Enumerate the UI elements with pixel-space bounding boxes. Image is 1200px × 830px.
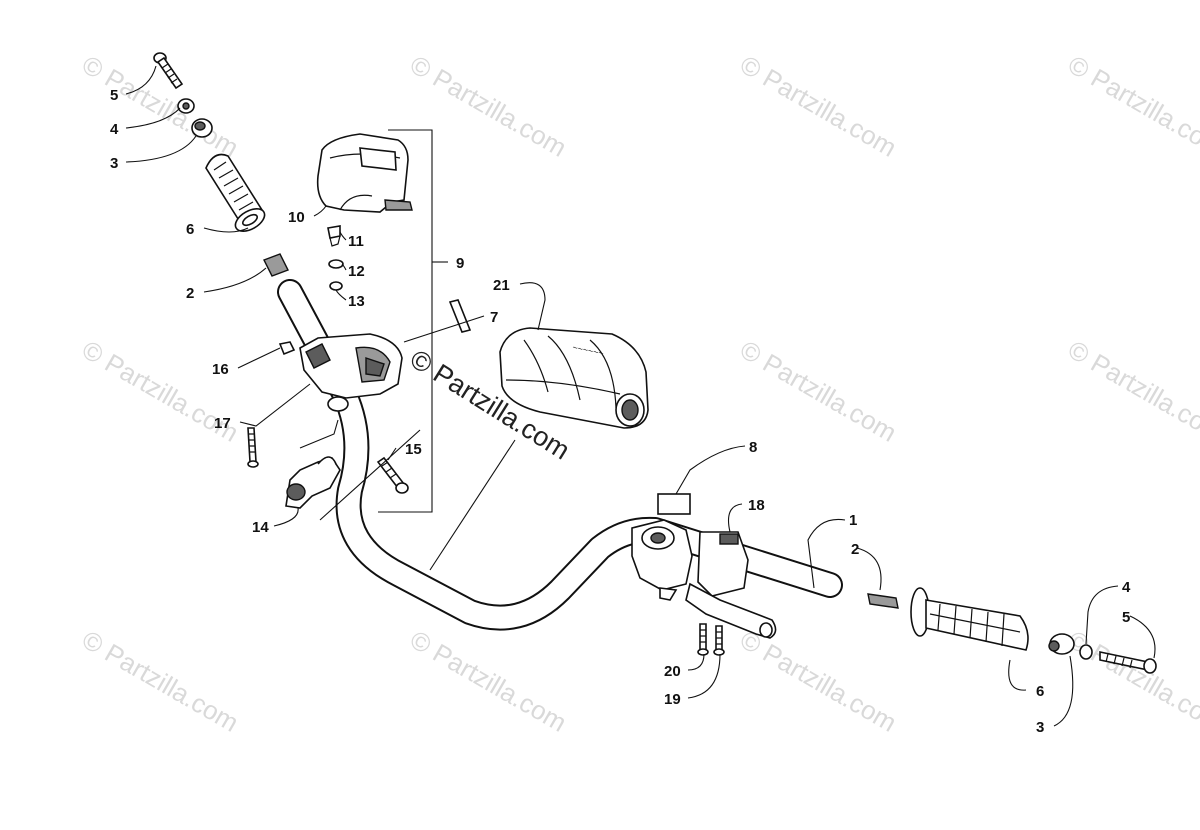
hand-guard-21: ~~~~~~	[499, 327, 649, 429]
brake-master-cylinder	[631, 519, 777, 639]
callout-11: 11	[348, 233, 364, 250]
callout-7: 7	[490, 309, 498, 326]
callout-20: 20	[664, 663, 681, 680]
callout-8: 8	[749, 439, 757, 456]
callout-10: 10	[288, 209, 305, 226]
decal-8	[657, 493, 691, 515]
watermark: © Partzilla.com	[1063, 49, 1200, 163]
nut-16	[278, 341, 296, 356]
watermark: © Partzilla.com	[1063, 624, 1200, 738]
callout-4-left: 4	[110, 121, 119, 138]
callout-9: 9	[456, 255, 464, 272]
throttle-tube-left	[263, 253, 289, 277]
callout-12: 12	[348, 263, 365, 280]
housing-bolt-17	[247, 427, 259, 468]
end-bolt-left	[153, 52, 184, 90]
callout-18: 18	[748, 497, 765, 514]
group-bracket-9	[378, 129, 433, 513]
leader-lines	[125, 65, 1156, 727]
callout-19: 19	[664, 691, 681, 708]
callout-labels: 5 4 3 10 11 12 13 9 6 2 21 7 16 17 15 14…	[110, 87, 1131, 736]
callout-14: 14	[252, 519, 269, 536]
callout-15: 15	[405, 441, 422, 458]
throttle-housing	[299, 333, 403, 412]
watermark: © Partzilla.com	[405, 624, 572, 738]
handlebar	[277, 279, 843, 631]
throttle-cover	[316, 133, 413, 213]
lever-bracket-14	[285, 456, 341, 509]
left-grip-assembly	[153, 52, 289, 277]
callout-13: 13	[348, 293, 365, 310]
watermark: © Partzilla.com	[1063, 334, 1200, 448]
screw-15	[376, 456, 409, 494]
right-end-hardware	[1048, 633, 1157, 674]
callout-17: 17	[214, 415, 231, 432]
callout-6-right: 6	[1036, 683, 1044, 700]
callout-21: 21	[493, 277, 510, 294]
decal-7	[448, 299, 472, 333]
grip-right	[910, 587, 1029, 651]
callout-2-left: 2	[186, 285, 194, 302]
watermark: © Partzilla.com	[735, 334, 902, 448]
watermark: © Partzilla.com	[735, 624, 902, 738]
throttle-tube-right	[867, 593, 899, 609]
callout-5-right: 5	[1122, 609, 1130, 626]
cylinder-bolts	[697, 623, 725, 656]
cover-screw-set	[327, 225, 344, 291]
callout-6-left: 6	[186, 221, 194, 238]
watermark: © Partzilla.com	[735, 49, 902, 163]
callout-16: 16	[212, 361, 229, 378]
watermark: © Partzilla.com	[77, 624, 244, 738]
callout-5-left: 5	[110, 87, 118, 104]
callout-3-left: 3	[110, 155, 118, 172]
callout-1: 1	[849, 512, 857, 529]
watermark: © Partzilla.com	[405, 49, 572, 163]
callout-3-right: 3	[1036, 719, 1044, 736]
grip-left	[205, 153, 266, 232]
callout-2-right: 2	[851, 541, 859, 558]
callout-4-right: 4	[1122, 579, 1131, 596]
